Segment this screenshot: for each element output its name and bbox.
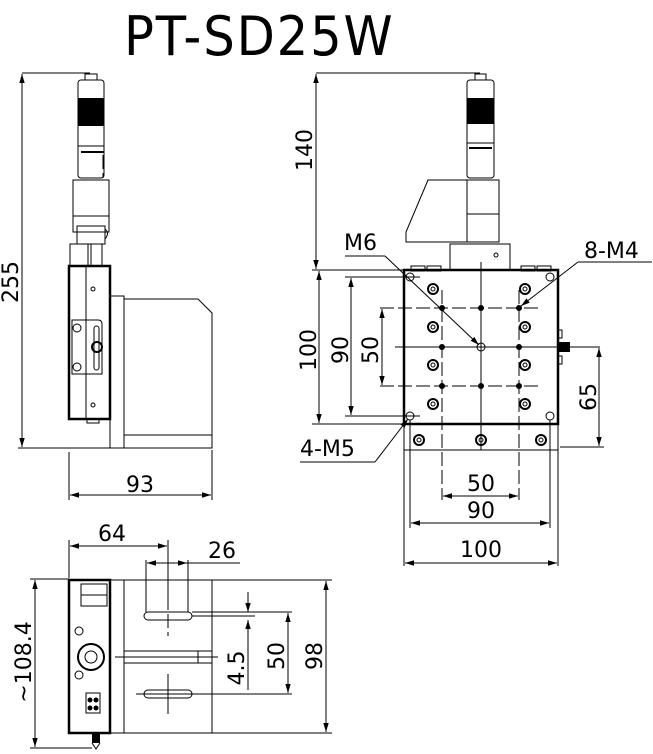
side-view: 255 93 [0, 72, 213, 500]
dim-side-width: 93 [126, 473, 154, 498]
dim-base-height: 98 [303, 642, 328, 670]
callout-grid-threads: 8-M4 [584, 239, 639, 264]
dim-slot-width: 4.5 [225, 651, 250, 686]
dim-inner-horizontal: 50 [467, 472, 495, 497]
dim-outer-horizontal: 100 [460, 538, 502, 563]
dim-outer-vertical: 100 [297, 329, 322, 371]
micrometer-icon [69, 73, 110, 267]
dim-slot-pitch: 50 [265, 642, 290, 670]
callout-center-thread: M6 [344, 231, 377, 256]
drawing-title: PT-SD25W [124, 5, 395, 68]
dim-offset-right: 65 [577, 383, 602, 411]
dim-slot-length: 26 [208, 539, 236, 564]
dim-overall-height: ~108.4 [12, 621, 37, 702]
top-view: 64 26 ~108.4 98 50 4.5 [12, 522, 332, 750]
dim-micrometer-height: 140 [293, 129, 318, 171]
dim-offset: 64 [98, 522, 126, 547]
dim-hole-pitch-vertical: 90 [329, 336, 354, 364]
micrometer-icon [405, 73, 511, 271]
dim-side-height: 255 [0, 261, 24, 303]
dim-inner-vertical: 50 [359, 336, 384, 364]
dim-hole-pitch-horizontal: 90 [467, 499, 495, 524]
callout-corner-threads: 4-M5 [300, 437, 355, 462]
front-view: 140 100 90 50 65 50 90 100 M6 8-M4 [293, 72, 652, 566]
m4-holes [439, 305, 522, 389]
